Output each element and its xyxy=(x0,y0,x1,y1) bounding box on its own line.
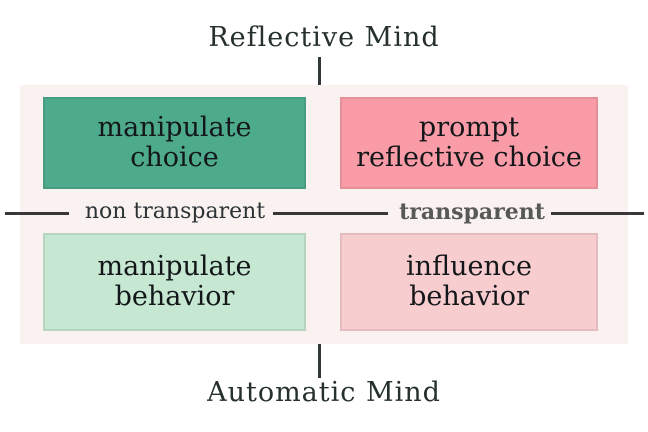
transparent-label: transparent xyxy=(399,199,545,225)
horizontal-axis-line-right xyxy=(551,212,644,215)
automatic-mind-label: Automatic Mind xyxy=(207,377,441,408)
quadrant-label-line: manipulate xyxy=(97,111,252,143)
quadrant-influence-behavior: influence behavior xyxy=(340,233,598,331)
quadrant-label-line: prompt xyxy=(418,111,520,143)
quadrant-label-line: behavior xyxy=(114,281,235,312)
horizontal-axis-line-middle xyxy=(273,212,388,215)
quadrant-manipulate-choice: manipulate choice xyxy=(43,97,306,189)
quadrant-manipulate-behavior: manipulate behavior xyxy=(43,233,306,331)
quadrant-label-line: influence xyxy=(406,250,532,282)
non-transparent-label: non transparent xyxy=(84,199,266,224)
horizontal-axis-line-left xyxy=(5,212,69,215)
quadrant-label-line: reflective choice xyxy=(356,142,582,173)
quadrant-label-line: choice xyxy=(130,142,219,173)
quadrant-label-line: manipulate xyxy=(97,250,252,282)
quadrant-prompt-reflective-choice: prompt reflective choice xyxy=(340,97,598,189)
quadrant-label-line: behavior xyxy=(409,281,529,312)
reflective-mind-label: Reflective Mind xyxy=(208,22,440,53)
